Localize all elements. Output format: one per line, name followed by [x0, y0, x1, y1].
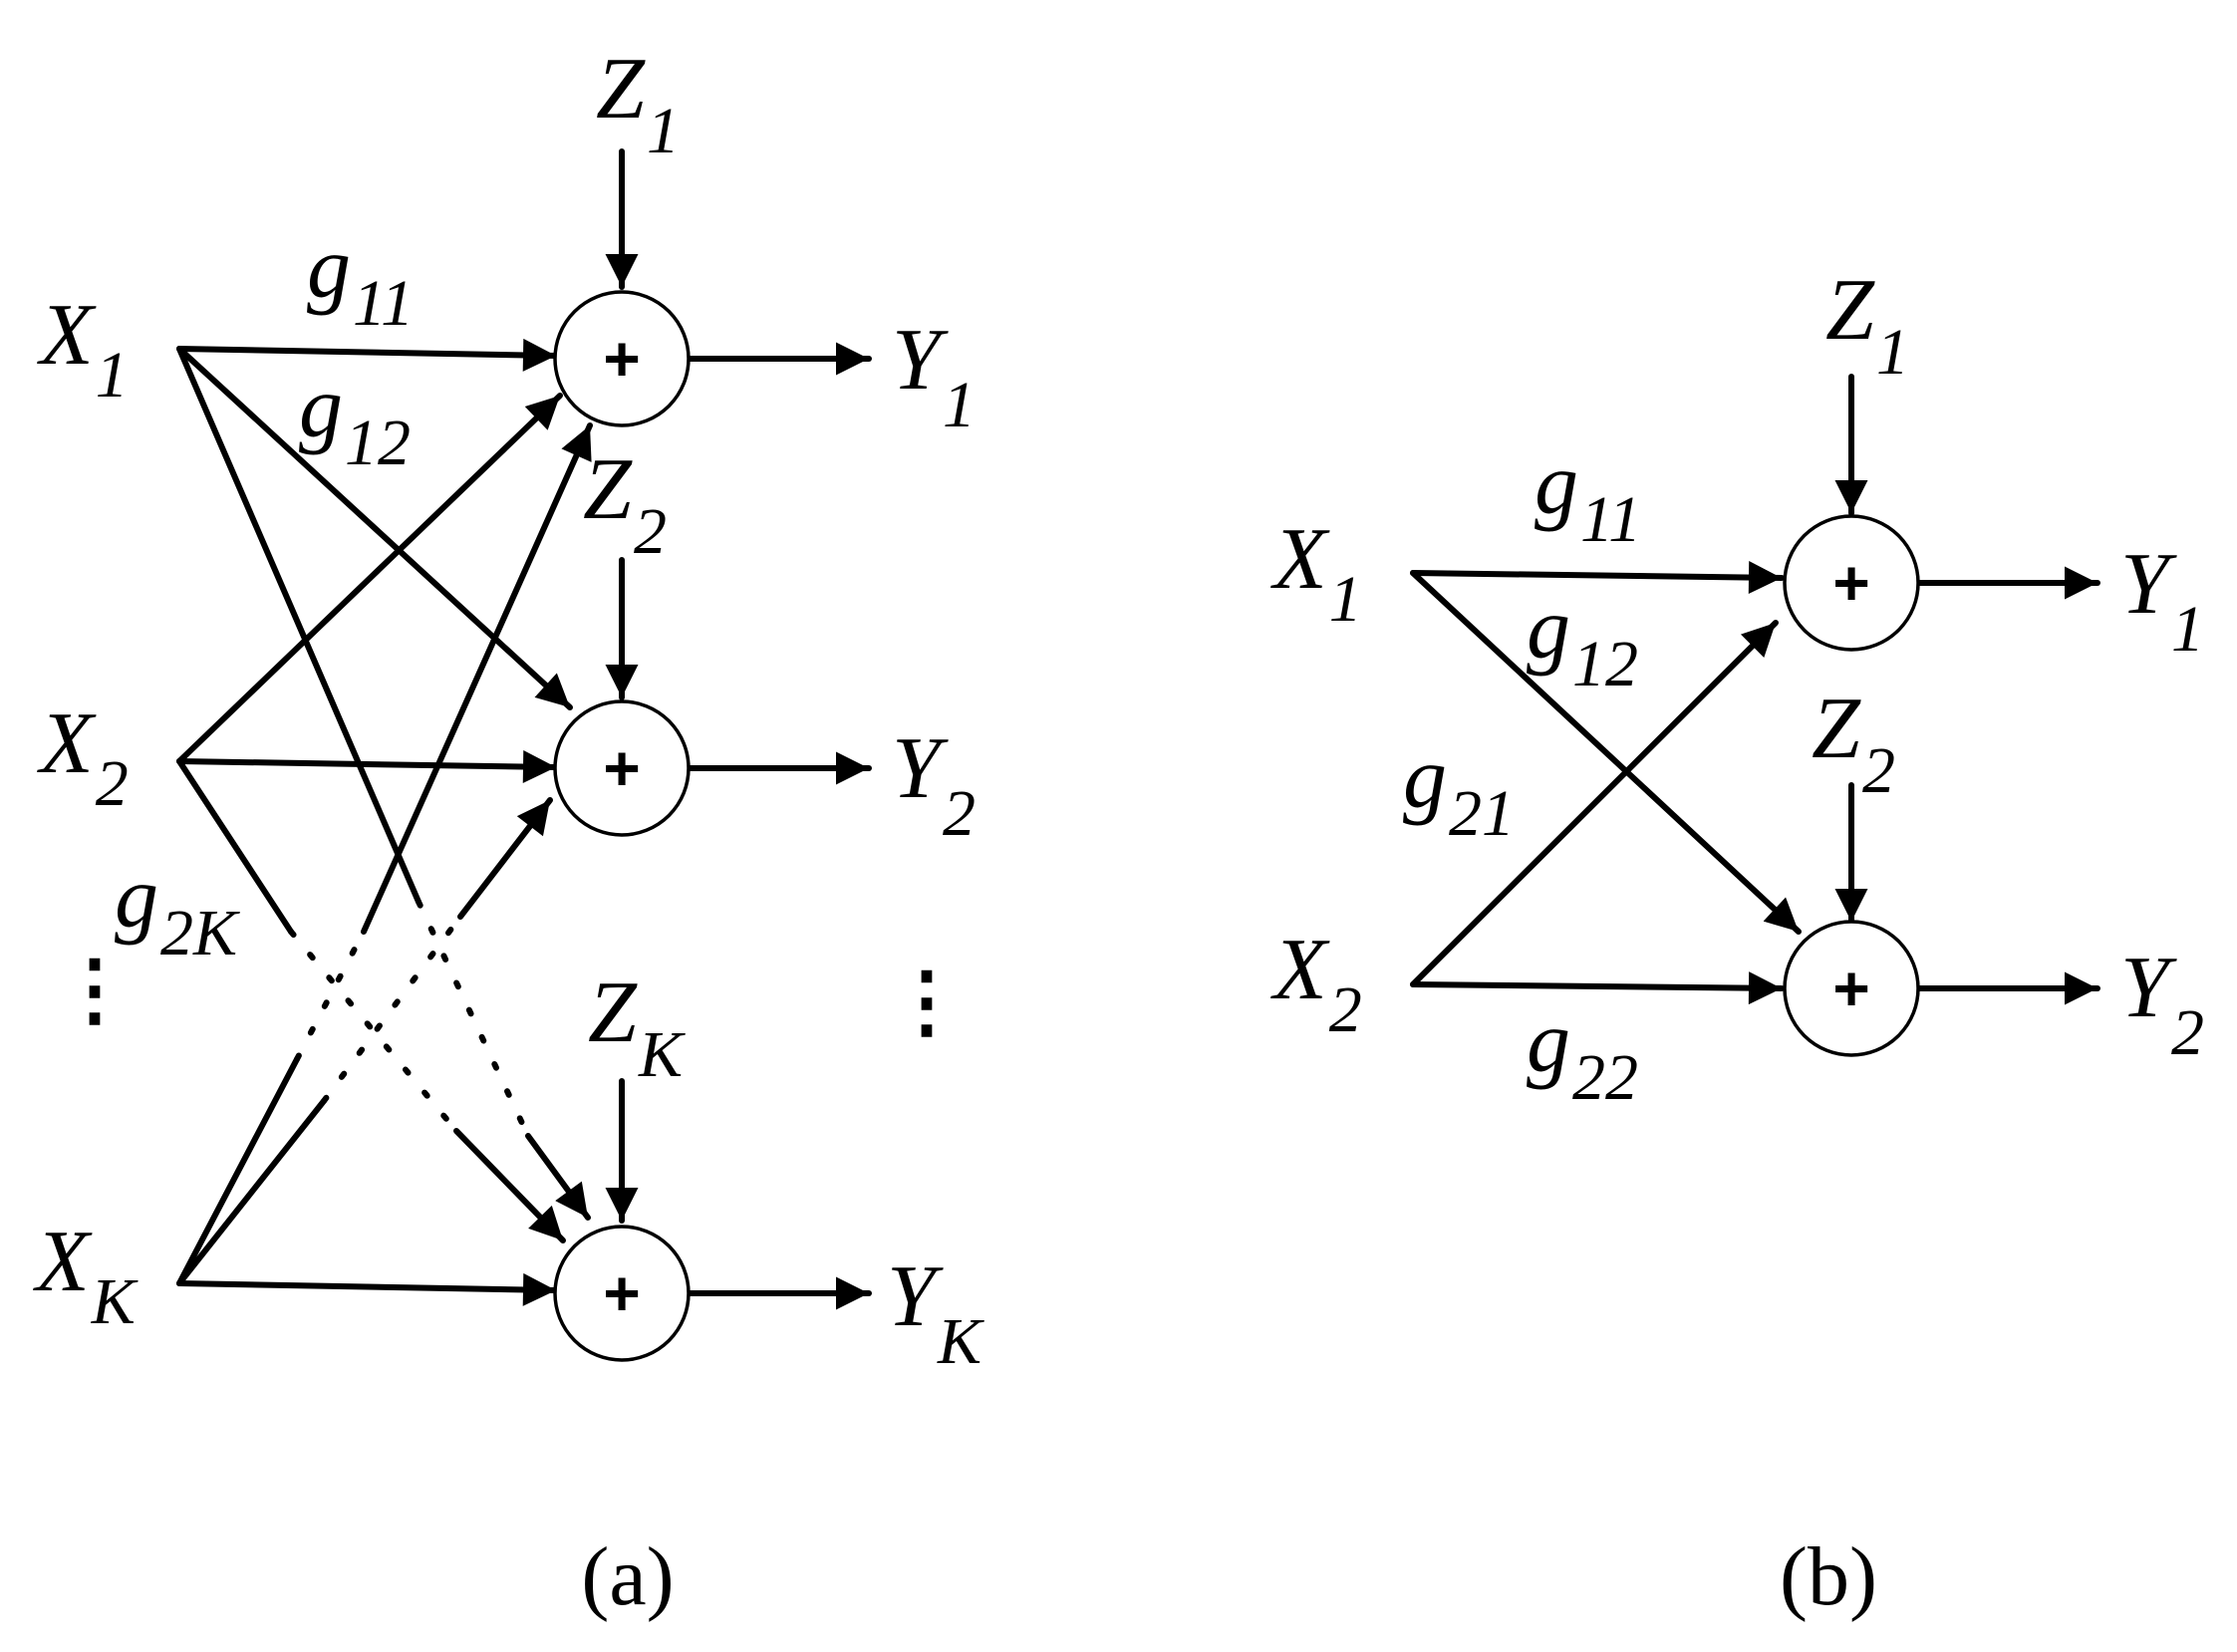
output-label-y1: Y1 — [2120, 536, 2204, 666]
caption-a: (a) — [581, 1530, 674, 1623]
link-x2-adderk-dashed — [288, 929, 459, 1134]
link-xk-adder2-end — [457, 797, 553, 920]
link-x1-adder1 — [176, 338, 559, 372]
link-x2-adder1 — [176, 393, 563, 764]
noise-label-z1: Z1 — [596, 41, 680, 167]
link-x1-adderk-dashed — [416, 899, 531, 1139]
gain-label-g12: g12 — [1527, 581, 1638, 700]
gain-label-g11: g11 — [1535, 436, 1641, 556]
adder-plus: + — [603, 732, 640, 804]
link-x1-adder1 — [1410, 561, 1785, 595]
link-xk-adderk — [176, 1272, 559, 1306]
adder-2: + — [1783, 920, 1920, 1057]
link-xk-adder1-end — [361, 422, 593, 935]
link-xk-adder1-solid — [176, 1056, 300, 1286]
link-x2-adder2 — [176, 749, 559, 783]
input-label-x1: X1 — [1270, 511, 1362, 636]
link-x1-adderk-solid — [176, 346, 421, 905]
adder-plus: + — [603, 1257, 640, 1329]
output-label-y1: Y1 — [892, 312, 976, 441]
noise-label-z1: Z1 — [1825, 262, 1909, 389]
gain-label-g2k: g2K — [115, 850, 240, 969]
caption-b: (b) — [1780, 1530, 1877, 1623]
gain-label-g22: g22 — [1527, 994, 1638, 1114]
link-x1-adderk-end — [525, 1133, 591, 1221]
output-label-y2: Y2 — [2120, 940, 2204, 1069]
adder-plus: + — [1832, 547, 1869, 619]
input-label-xk: XK — [33, 1214, 139, 1338]
link-x2-adderk-solid — [176, 758, 294, 935]
adder-k: + — [553, 1225, 691, 1362]
adder-2: + — [553, 699, 691, 837]
adder-1: + — [553, 290, 691, 427]
input-label-x2: X2 — [1270, 922, 1362, 1046]
panel-a: + + + X1 X2 XK Y1 Y2 YK Z1 Z2 ZK g11 g12… — [33, 41, 984, 1623]
gain-label-g12: g12 — [299, 360, 411, 479]
input-label-x2: X2 — [37, 695, 129, 820]
link-x2-adder2 — [1410, 971, 1785, 1005]
link-x2-adderk-end — [453, 1128, 566, 1243]
adder-plus: + — [1832, 953, 1869, 1024]
link-xk-adder1-dashed — [294, 929, 367, 1062]
adder-plus: + — [603, 323, 640, 395]
panel-b: + + X1 X2 Y1 Y2 Z1 Z2 g11 g12 g21 g22 (b… — [1270, 262, 2204, 1623]
output-label-yk: YK — [887, 1248, 984, 1378]
output-label-y2: Y2 — [892, 720, 976, 850]
adder-1: + — [1783, 514, 1920, 652]
ellipsis-outputs: ⋮ — [887, 959, 967, 1046]
gain-label-g21: g21 — [1403, 730, 1515, 850]
noise-label-z2: Z2 — [1812, 681, 1895, 807]
noise-label-zk: ZK — [588, 964, 686, 1091]
link-x1-adder2 — [1410, 570, 1802, 935]
noise-label-z2: Z2 — [583, 441, 667, 568]
link-xk-adder2-solid — [176, 1098, 327, 1286]
link-x2-adder1 — [1410, 620, 1779, 987]
link-x1-adder2 — [176, 346, 573, 710]
link-xk-adder2-dashed — [321, 914, 463, 1104]
ellipsis-inputs: ⋮ — [55, 947, 135, 1034]
gain-label-g11: g11 — [307, 220, 414, 340]
input-label-x1: X1 — [37, 287, 129, 412]
